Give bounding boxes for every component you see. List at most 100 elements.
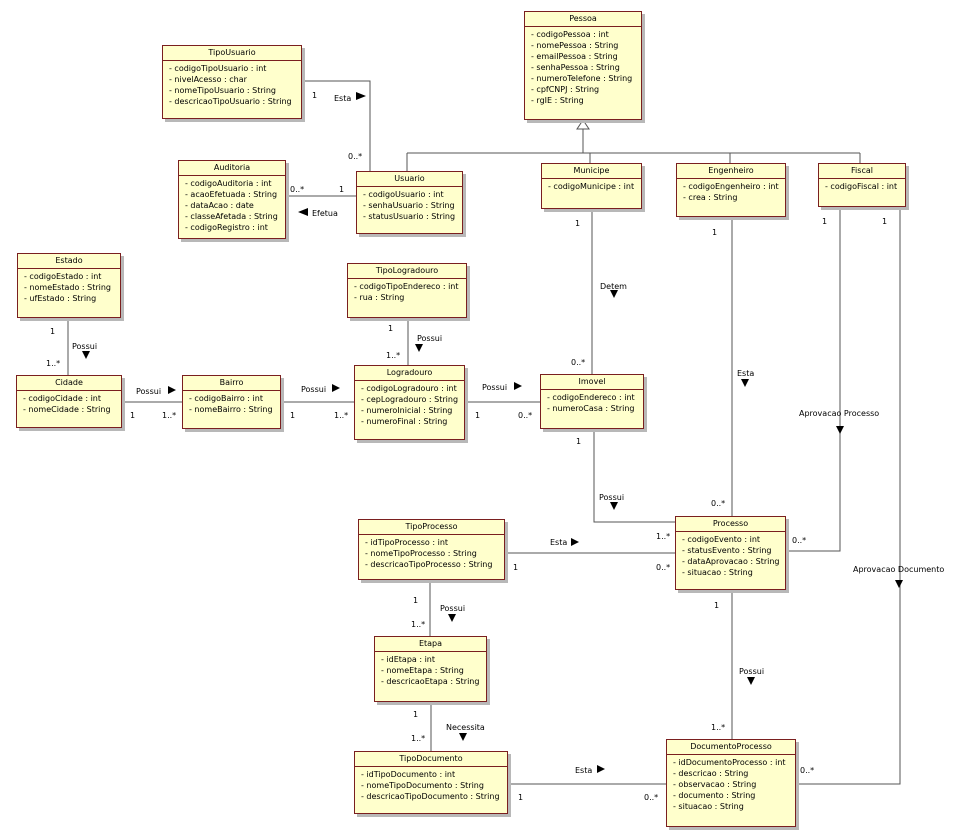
mult-label: 1..*	[711, 723, 725, 732]
class-documentoprocesso: DocumentoProcesso - idDocumentoProcesso :…	[666, 739, 796, 827]
mult-label: 0..*	[644, 793, 658, 802]
class-attribute: - codigoEstado : int	[24, 272, 102, 281]
class-attribute: - codigoTipoUsuario : int	[169, 64, 267, 73]
class-name: Imovel	[541, 375, 643, 390]
class-attribute: - crea : String	[683, 193, 738, 202]
class-attribute: - idTipoProcesso : int	[365, 538, 449, 547]
class-name: Auditoria	[179, 161, 285, 176]
mult-label: 1..*	[386, 351, 400, 360]
mult-label: 1	[50, 327, 55, 336]
class-attribute: - dataAcao : date	[185, 201, 254, 210]
attribute-list: - codigoLogradouro : int - cepLogradouro …	[355, 381, 464, 430]
mult-label: 1	[130, 411, 135, 420]
assoc-processo-documento: 1 1..* Possui	[711, 590, 764, 739]
direction-arrow-icon	[747, 677, 755, 685]
class-attribute: - descricaoEtapa : String	[381, 677, 480, 686]
class-attribute: - numeroInicial : String	[361, 406, 453, 415]
mult-label: 0..*	[792, 536, 806, 545]
mult-label: 1	[513, 563, 518, 572]
class-usuario: Usuario- codigoUsuario : int- senhaUsuar…	[356, 171, 463, 234]
attribute-list: - codigoFiscal : int	[819, 179, 905, 195]
assoc-municipe-imovel: 1 0..* Detem	[571, 209, 627, 374]
class-attribute: - cepLogradouro : String	[361, 395, 459, 404]
class-attribute: - statusUsuario : String	[363, 212, 456, 221]
attribute-list: - codigoTipoUsuario : int- nivelAcesso :…	[163, 61, 301, 110]
class-name: Engenheiro	[677, 164, 785, 179]
assoc-etapa-tipodocumento: 1 1..* Necessita	[411, 702, 485, 751]
class-attribute: - observacao : String	[673, 780, 757, 789]
mult-label: 0..*	[656, 563, 670, 572]
assoc-label: Possui	[482, 383, 507, 392]
assoc-tipoprocesso-etapa: 1 1..* Possui	[411, 580, 465, 636]
class-name: Bairro	[183, 376, 280, 391]
class-name: Processo	[676, 517, 785, 532]
class-name: TipoLogradouro	[348, 264, 466, 279]
mult-label: 1	[712, 228, 717, 237]
class-attribute: - codigoLogradouro : int	[361, 384, 457, 393]
class-attribute: - senhaUsuario : String	[363, 201, 455, 210]
class-tipologradouro: TipoLogradouro- codigoTipoEndereco : int…	[347, 263, 467, 318]
class-attribute: - emailPessoa : String	[531, 52, 618, 61]
class-attribute: - codigoCidade : int	[23, 394, 101, 403]
assoc-tipodocumento-documento: 1 0..* Esta	[508, 765, 666, 802]
class-attribute: - documento : String	[673, 791, 756, 800]
class-attribute: - nomeBairro : String	[189, 405, 273, 414]
class-name: TipoUsuario	[163, 46, 301, 61]
direction-arrow-icon	[356, 92, 366, 100]
assoc-bairro-logradouro: 1 1..* Possui	[281, 384, 354, 420]
mult-label: 0..*	[711, 499, 725, 508]
class-estado: Estado- codigoEstado : int- nomeEstado :…	[17, 253, 121, 318]
mult-label: 1..*	[46, 359, 60, 368]
direction-arrow-icon	[610, 502, 618, 510]
class-attribute: - codigoEvento : int	[682, 535, 761, 544]
class-attribute: - ufEstado : String	[24, 294, 97, 303]
attribute-list: - codigoEvento : int- statusEvento : Str…	[676, 532, 785, 581]
class-attribute: - descricao : String	[673, 769, 749, 778]
generalization-triangle-icon	[576, 119, 590, 130]
mult-label: 0..*	[518, 411, 532, 420]
class-tipoprocesso: TipoProcesso- idTipoProcesso : int- nome…	[358, 519, 505, 580]
class-attribute: - descricaoTipoUsuario : String	[169, 97, 292, 106]
direction-arrow-icon	[514, 382, 522, 390]
class-name: Etapa	[375, 637, 486, 652]
direction-arrow-icon	[597, 765, 605, 773]
class-name: TipoProcesso	[359, 520, 504, 535]
assoc-logradouro-imovel: 1 0..* Possui	[465, 382, 540, 420]
class-attribute: - codigoFiscal : int	[825, 182, 898, 191]
assoc-label: Aprovacao Documento	[853, 565, 944, 574]
class-tipousuario: TipoUsuario- codigoTipoUsuario : int- ni…	[162, 45, 302, 119]
assoc-tipousuario-usuario: 1 0..* Esta	[302, 80, 371, 171]
mult-label: 1..*	[411, 734, 425, 743]
class-attribute: - codigoAuditoria : int	[185, 179, 272, 188]
assoc-label: Possui	[72, 342, 97, 351]
assoc-label: Possui	[739, 667, 764, 676]
attribute-list: - idTipoProcesso : int- nomeTipoProcesso…	[359, 535, 504, 573]
mult-label: 0..*	[348, 152, 362, 161]
assoc-cidade-bairro: 1 1..* Possui	[122, 386, 182, 420]
direction-arrow-icon	[332, 384, 340, 392]
attribute-list: - codigoTipoEndereco : int- rua : String	[348, 279, 466, 306]
mult-label: 0..*	[571, 358, 585, 367]
direction-arrow-icon	[895, 580, 903, 588]
assoc-label: Possui	[136, 387, 161, 396]
assoc-label: Possui	[599, 493, 624, 502]
class-name: DocumentoProcesso	[667, 740, 795, 755]
direction-arrow-icon	[168, 386, 176, 394]
mult-label: 0..*	[800, 766, 814, 775]
mult-label: 1	[518, 793, 523, 802]
class-attribute: - nomeEtapa : String	[381, 666, 464, 675]
assoc-label: Esta	[334, 94, 351, 103]
class-processo: Processo- codigoEvento : int- statusEven…	[675, 516, 786, 590]
assoc-label: Possui	[301, 385, 326, 394]
class-attribute: - idDocumentoProcesso : int	[673, 758, 786, 767]
class-attribute: - acaoEfetuada : String	[185, 190, 278, 199]
class-imovel: Imovel- codigoEndereco : int- numeroCasa…	[540, 374, 644, 429]
assoc-label: Possui	[440, 604, 465, 613]
mult-label: 1..*	[334, 411, 348, 420]
class-tipodocumento: TipoDocumento- idTipoDocumento : int- no…	[354, 751, 508, 814]
class-name: TipoDocumento	[355, 752, 507, 767]
direction-arrow-icon	[82, 351, 90, 359]
class-name: Usuario	[357, 172, 462, 187]
class-name: Cidade	[17, 376, 121, 391]
